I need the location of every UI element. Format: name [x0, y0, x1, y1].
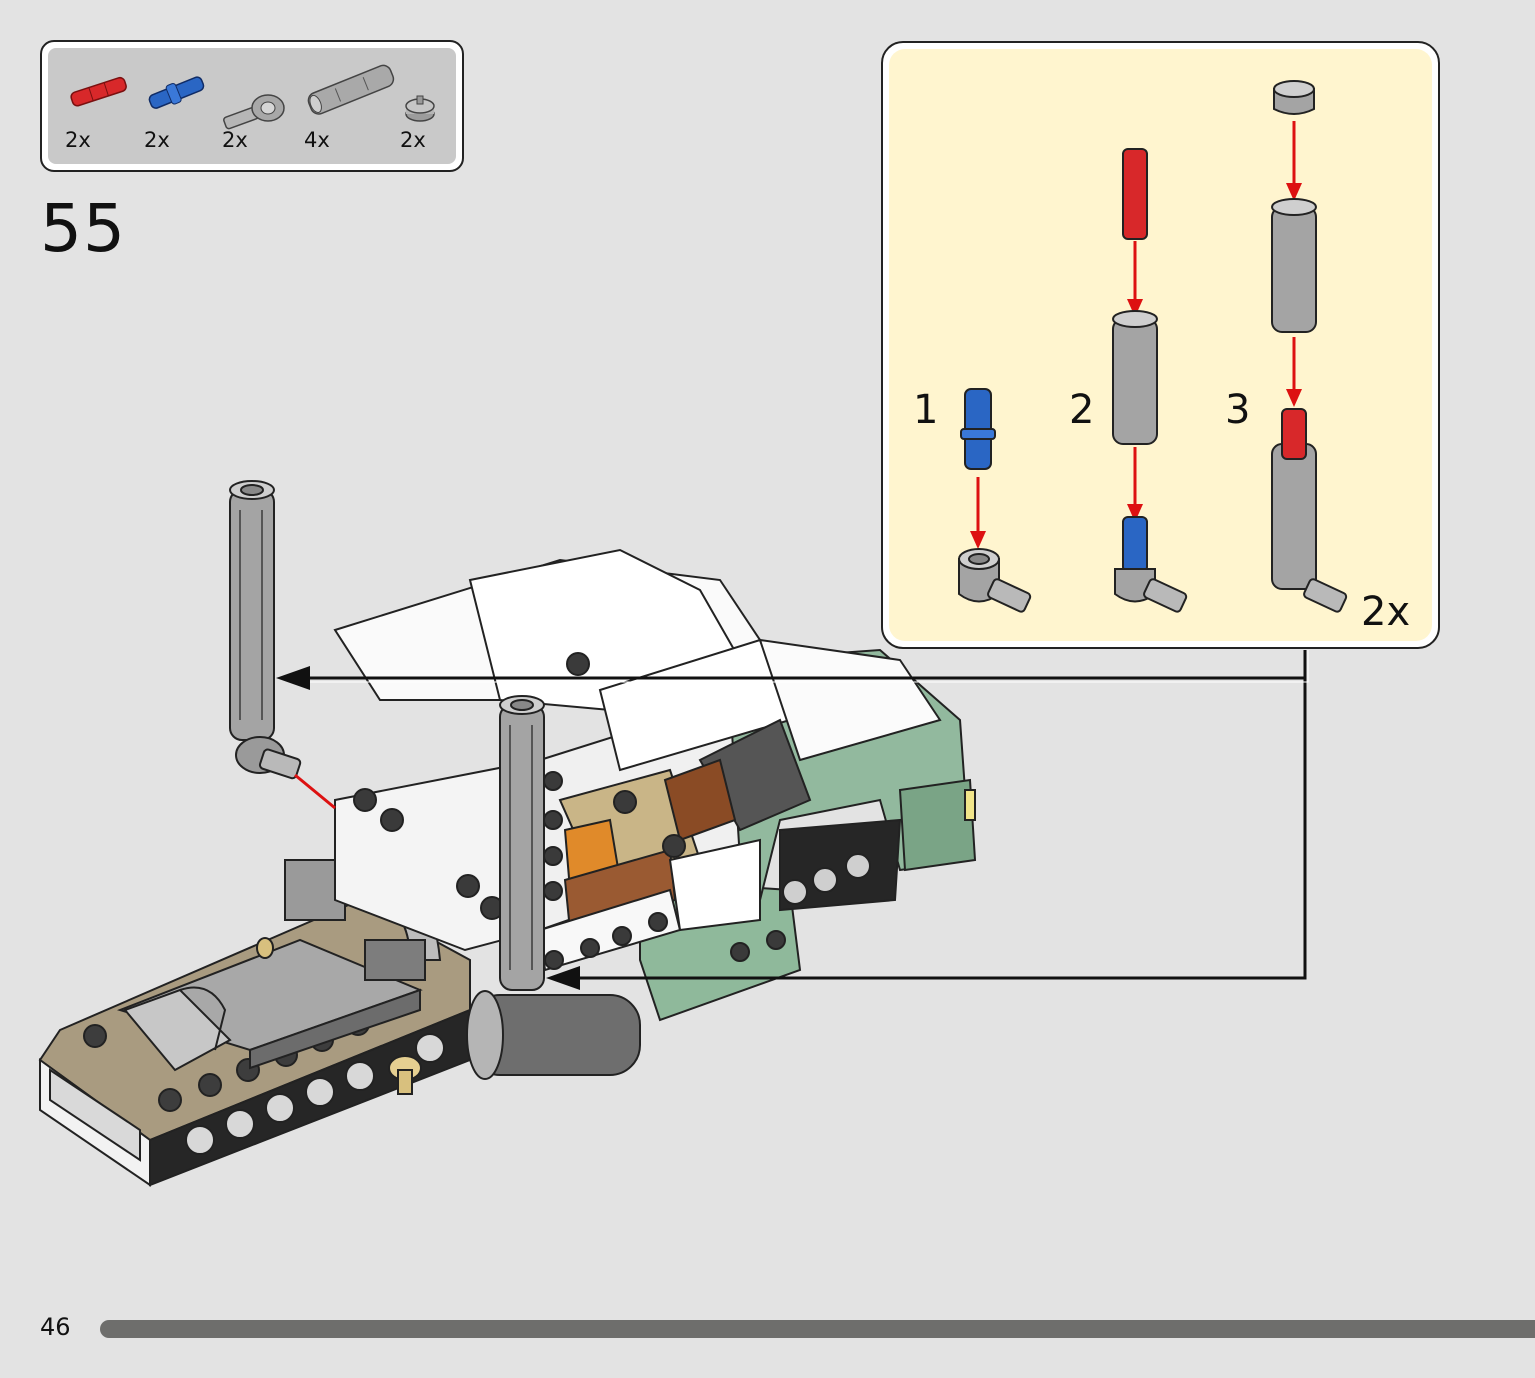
part-count-round-plate: 2x: [400, 128, 426, 152]
exhaust-stack-right: [499, 695, 545, 991]
callout-multiplier: 2x: [1361, 589, 1411, 635]
truck-cab: [333, 548, 942, 972]
arrow-left-stack: [276, 666, 310, 690]
substep-1-art: [958, 388, 1032, 613]
part-count-blue-axle-pin: 2x: [144, 128, 170, 152]
parts-list-box: 2x 2x 2x 4x 2x: [40, 40, 464, 172]
gray-tube-icon: [307, 64, 395, 115]
parts-list-art: [70, 64, 435, 130]
substep-art: [958, 80, 1348, 613]
substep-number-3: 3: [1225, 387, 1251, 433]
page-progress-bar: [100, 1320, 1535, 1338]
substep-2-art: [1112, 148, 1188, 613]
substep-3-art: [1271, 80, 1348, 613]
page-number: 46: [40, 1313, 71, 1341]
arrow-right-stack: [546, 966, 580, 990]
part-count-tube: 4x: [304, 128, 330, 152]
substep-number-1: 1: [913, 387, 939, 433]
part-count-red-axle-pin: 2x: [65, 128, 91, 152]
red-axle-pin-icon: [70, 76, 127, 107]
part-count-angle-connector: 2x: [222, 128, 248, 152]
model-illustration: [38, 480, 1309, 1187]
callout-pointers: [290, 650, 1307, 980]
substep-callout: 1 2 3 2x: [881, 41, 1440, 649]
exhaust-stack-left: [229, 480, 302, 780]
gray-angle-connector-icon: [223, 94, 285, 130]
step-number: 55: [40, 190, 126, 267]
truck-chassis: [38, 858, 641, 1187]
substep-number-2: 2: [1069, 387, 1095, 433]
parts-list-panel: 2x 2x 2x 4x 2x: [48, 48, 456, 164]
blue-axle-pin-icon: [148, 76, 205, 109]
substep-callout-panel: 1 2 3 2x: [889, 49, 1432, 641]
gray-round-plate-icon: [405, 95, 435, 122]
attach-guide-left: [294, 773, 336, 810]
